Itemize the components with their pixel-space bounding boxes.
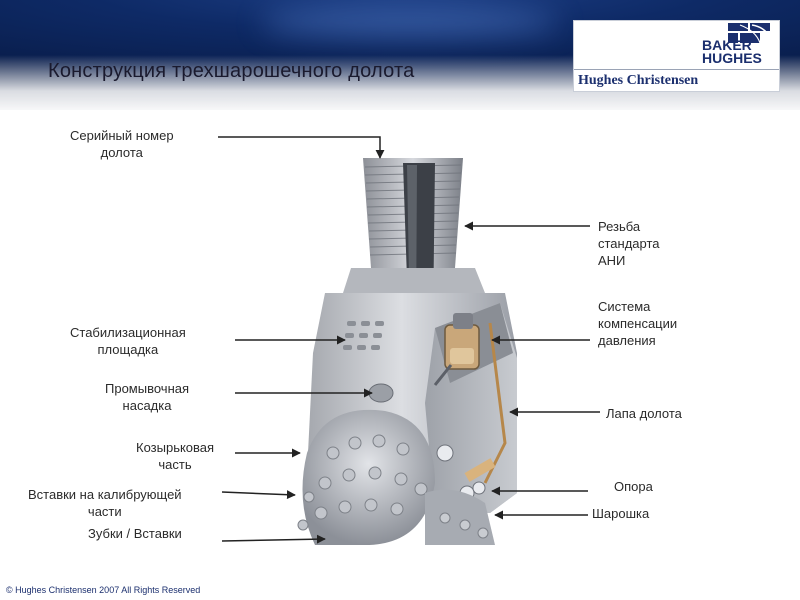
label-serial-number: Серийный номер долота: [70, 128, 174, 160]
label-cone: Шарошка: [592, 506, 650, 521]
leader-serial: [218, 136, 385, 159]
header-glow: [260, 8, 560, 38]
globe-logo-icon: [728, 23, 773, 44]
copyright-footer: © Hughes Christensen 2007 All Rights Res…: [6, 585, 201, 595]
leader-teeth: [221, 534, 326, 544]
label-pressure-compensation: Система компенсации давления: [598, 299, 678, 348]
label-shirttail: Козырьковая часть: [136, 440, 215, 472]
baker-hughes-logo: BAKER HUGHES Hughes Christensen: [573, 20, 780, 92]
tricone-bit-image: [285, 153, 537, 545]
label-nozzle: Промывочная насадка: [105, 381, 190, 413]
logo-divider: [574, 69, 779, 70]
leader-gauge: [221, 490, 296, 500]
logo-baker-text: BAKER: [702, 37, 752, 53]
label-gauge-inserts: Вставки на калибрующей части: [28, 487, 182, 519]
label-bit-leg: Лапа долота: [606, 406, 682, 421]
logo-hughes-text: HUGHES: [702, 50, 762, 66]
label-bearing: Опора: [614, 479, 653, 494]
page-title: Конструкция трехшарошечного долота: [48, 60, 415, 82]
label-stabilizer-pad: Стабилизационная площадка: [70, 325, 186, 357]
label-api-thread: Резьба стандарта АНИ: [598, 219, 660, 268]
label-teeth-inserts: Зубки / Вставки: [88, 526, 182, 541]
logo-subtitle: Hughes Christensen: [578, 73, 699, 88]
